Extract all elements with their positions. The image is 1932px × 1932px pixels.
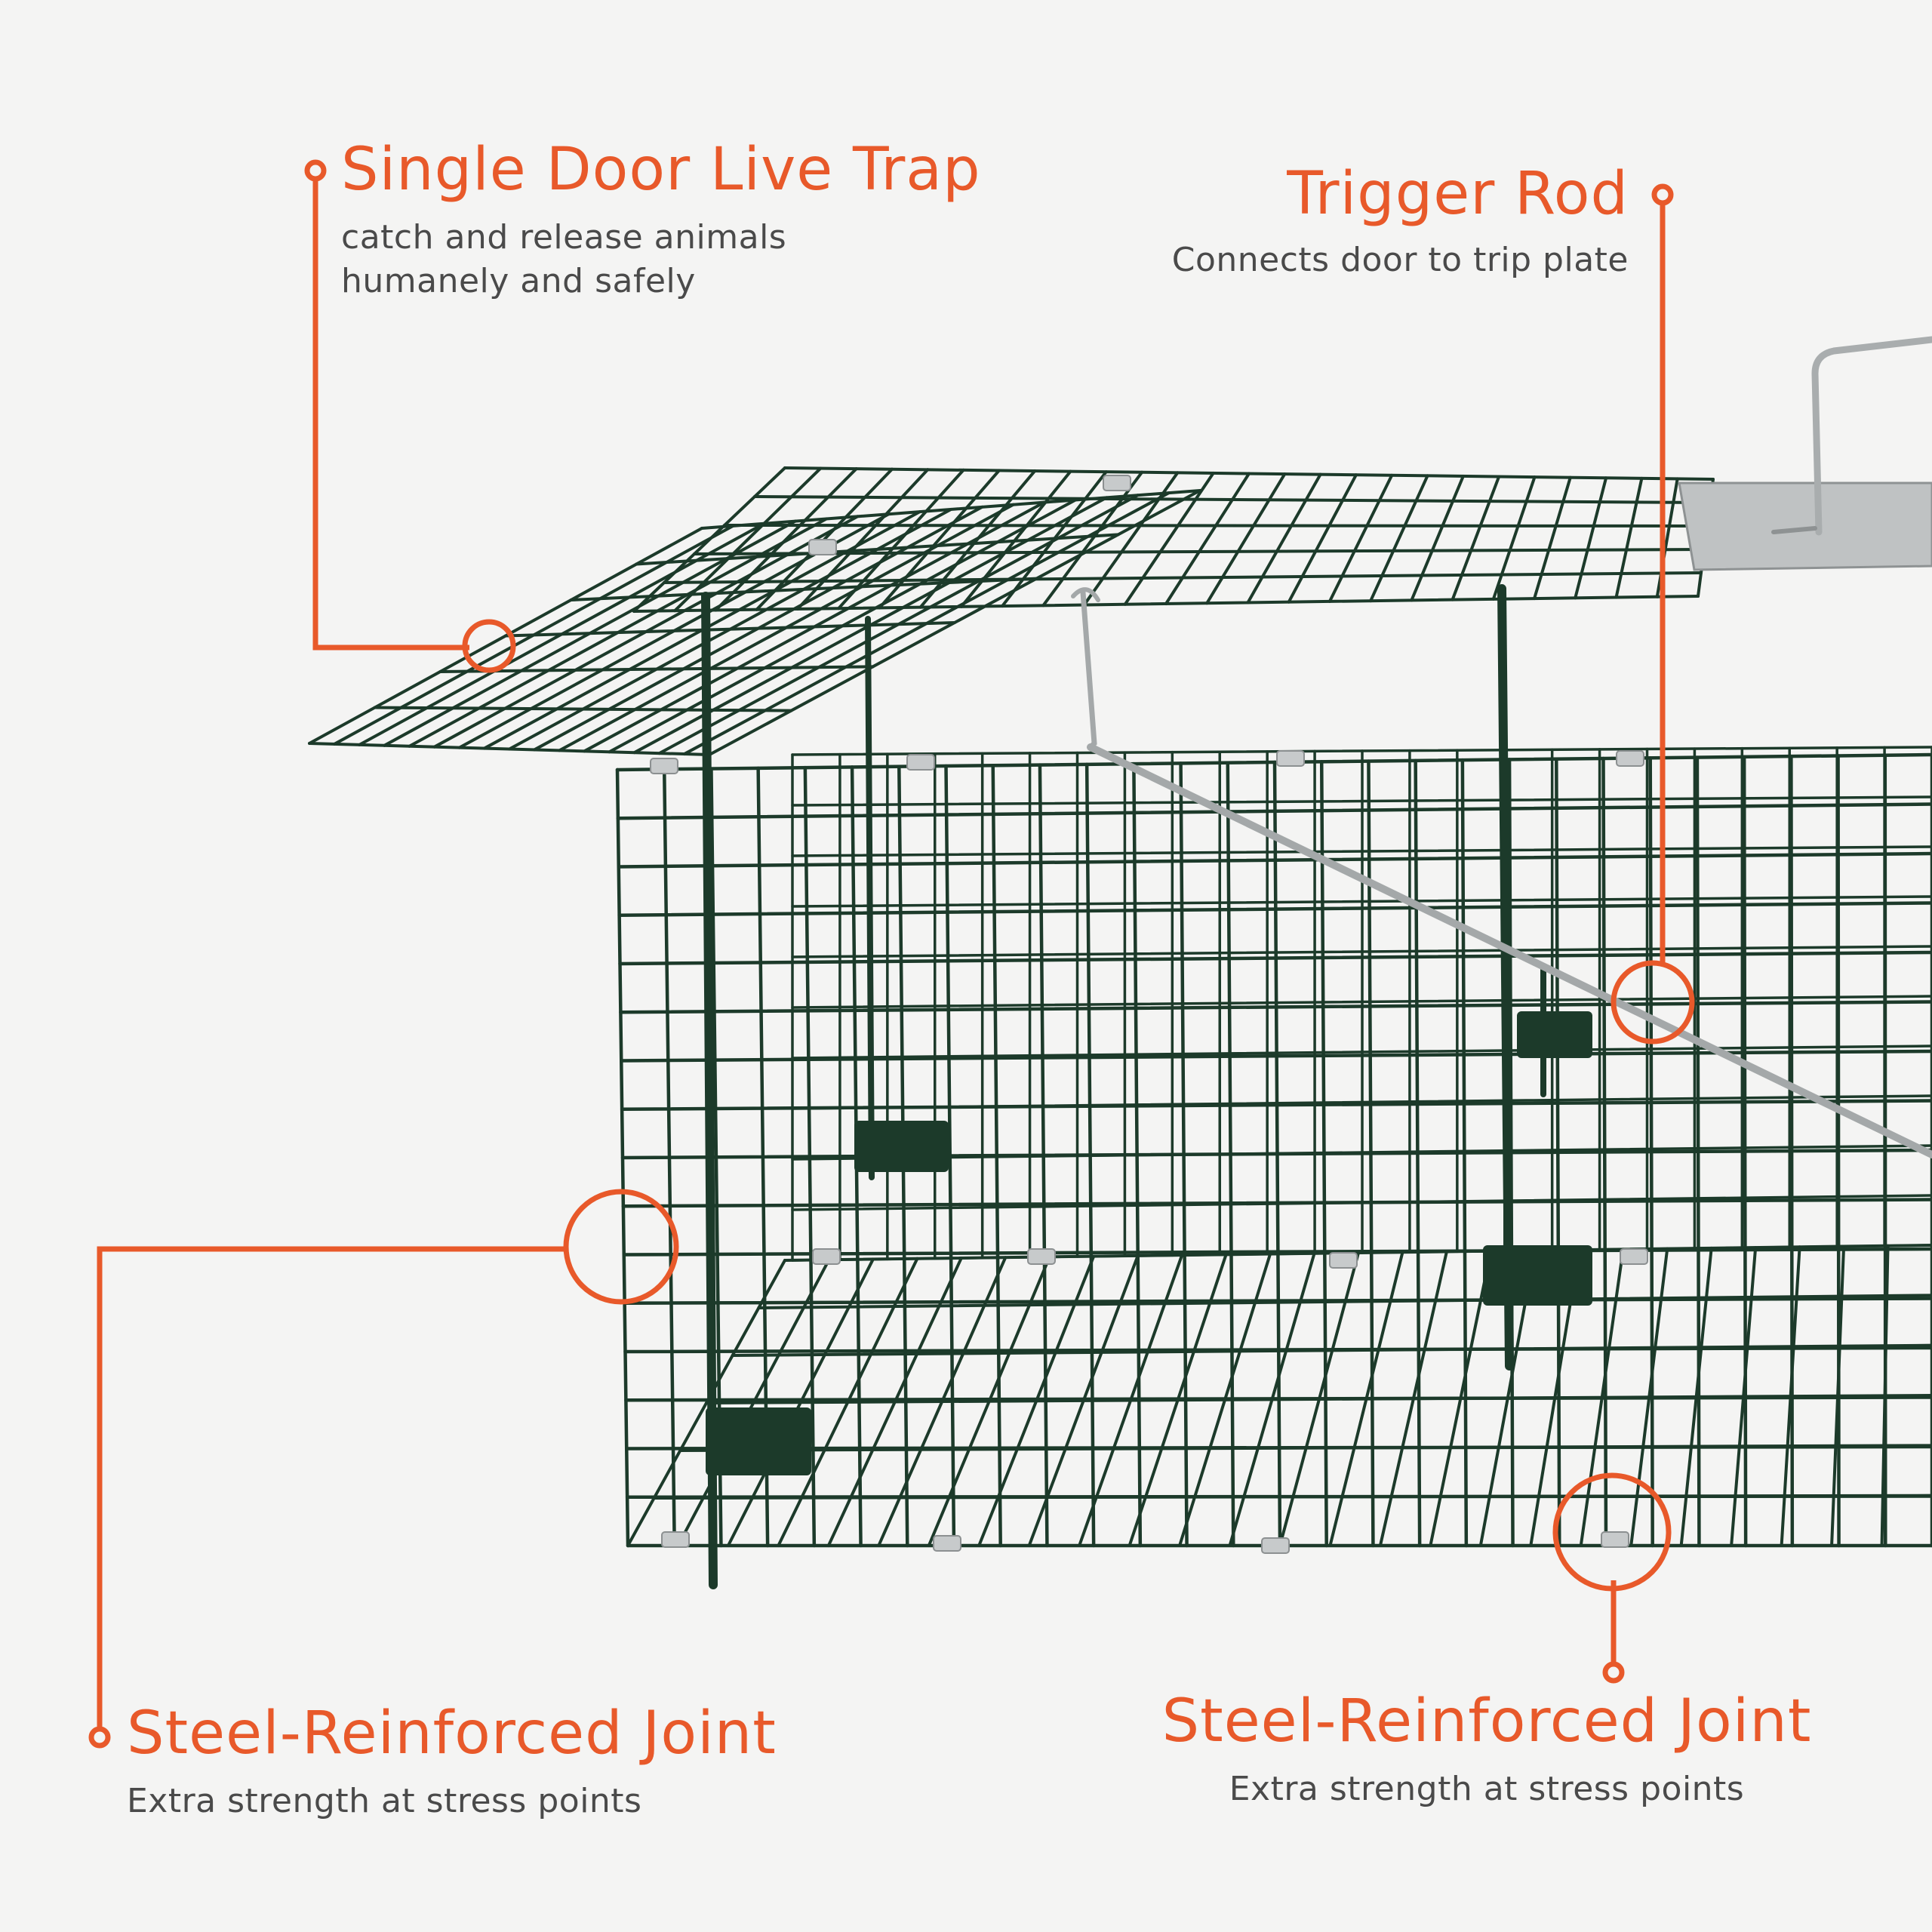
front-panel-horizontal-wire — [622, 1247, 1932, 1257]
roof-vertical-wire — [1041, 470, 1144, 608]
corner-clips — [706, 1011, 1592, 1475]
roof-horizontal-wire — [663, 571, 1703, 584]
joint-left-callout-title: Steel-Reinforced Joint — [127, 1700, 777, 1767]
front-panel-horizontal-wire — [620, 1099, 1932, 1111]
roof-vertical-wire — [1205, 472, 1287, 605]
roof-vertical-wire — [1574, 476, 1608, 600]
trigger-callout-subtitle: Connects door to trip plate — [1171, 241, 1629, 279]
back-panel-horizontal-wire — [791, 995, 1932, 1009]
door-horizontal-wire — [700, 489, 1201, 530]
front-panel-horizontal-wire — [618, 950, 1932, 966]
hinge-clip — [661, 1531, 690, 1548]
door-callout-subtitle-line: catch and release animals — [341, 218, 787, 257]
joint-left-callout-dot — [88, 1726, 111, 1749]
metal-hinge-clips — [650, 475, 1648, 1554]
trigger-callout-ring — [1611, 960, 1695, 1044]
roof-vertical-wire — [959, 469, 1072, 608]
roof-horizontal-wire — [783, 466, 1715, 481]
joint-right-callout-ring — [1552, 1472, 1672, 1592]
hinge-clip — [1616, 750, 1644, 767]
back-panel-horizontal-wire — [791, 746, 1932, 756]
roof-vertical-wire — [1533, 475, 1572, 601]
joint-right-callout-subtitle: Extra strength at stress points — [1229, 1770, 1745, 1808]
roof-vertical-wire — [1369, 474, 1429, 603]
hinge-clip — [933, 1535, 961, 1552]
door-callout-line — [312, 171, 469, 651]
door-horizontal-wire — [308, 742, 711, 756]
roof-vertical-wire — [1491, 475, 1537, 601]
roof-vertical-wire — [1410, 474, 1465, 602]
joint-left-callout: Steel-Reinforced Joint Extra strength at… — [127, 1704, 777, 1823]
roof-vertical-wire — [1451, 475, 1501, 601]
roof-horizontal-wire — [723, 524, 1709, 528]
door-horizontal-wire — [373, 706, 793, 712]
door-callout-dot — [304, 159, 327, 182]
roof-horizontal-wire — [753, 495, 1712, 504]
door-callout-ring — [462, 619, 516, 673]
hinge-clip — [906, 754, 935, 771]
joint-right-callout-title: Steel-Reinforced Joint — [1161, 1687, 1812, 1755]
trigger-callout-title: Trigger Rod — [1287, 160, 1629, 228]
front-panel-horizontal-wire — [615, 752, 1932, 772]
roof-horizontal-wire — [693, 548, 1706, 555]
cage-door — [308, 489, 1201, 756]
front-panel-horizontal-wire — [619, 1000, 1932, 1014]
live-trap-cage — [308, 336, 1932, 1589]
hinge-clip — [1261, 1537, 1290, 1554]
joint-left-callout-line — [97, 1246, 565, 1728]
door-horizontal-wire — [438, 665, 875, 673]
trigger-rod — [1071, 587, 1932, 1158]
roof-vertical-wire — [1246, 472, 1322, 605]
front-panel-horizontal-wire — [620, 1148, 1932, 1160]
back-panel-horizontal-wire — [791, 945, 1932, 958]
trigger-callout-dot — [1651, 183, 1674, 206]
joint-left-callout-ring — [563, 1189, 679, 1305]
roof-vertical-wire — [1614, 476, 1644, 599]
roof-vertical-wire — [1287, 473, 1358, 604]
roof-vertical-wire — [1164, 472, 1251, 605]
front-panel-horizontal-wire — [623, 1297, 1932, 1305]
back-panel-horizontal-wire — [791, 895, 1932, 908]
roof-vertical-wire — [795, 468, 930, 611]
hinge-clip — [1329, 1252, 1358, 1269]
roof-horizontal-wire — [632, 595, 1700, 613]
callout-lines — [88, 159, 1695, 1749]
front-panel-horizontal-wire — [616, 802, 1932, 820]
front-panel-horizontal-wire — [625, 1444, 1932, 1451]
cage-front-panel — [615, 752, 1932, 1548]
carry-handle — [1678, 336, 1932, 571]
door-callout-subtitle-line: humanely and safely — [341, 262, 696, 301]
roof-vertical-wire — [1123, 471, 1215, 606]
door-horizontal-wire — [635, 533, 1120, 566]
door-horizontal-wire — [569, 577, 1038, 601]
joint-right-callout: Steel-Reinforced Joint Extra strength at… — [1109, 1692, 1864, 1811]
hinge-clip — [1103, 475, 1131, 491]
joint-right-callout-dot — [1602, 1661, 1625, 1684]
hinge-clip — [1027, 1248, 1056, 1265]
hinge-clip — [812, 1248, 841, 1265]
back-panel-horizontal-wire — [791, 845, 1932, 857]
door-callout-subtitle: catch and release animals humanely and s… — [341, 216, 981, 303]
back-panel-horizontal-wire — [791, 795, 1932, 807]
door-callout: Single Door Live Trap catch and release … — [341, 140, 981, 303]
front-panel-horizontal-wire — [617, 851, 1932, 869]
joint-left-callout-subtitle: Extra strength at stress points — [127, 1782, 642, 1820]
hinge-clip — [650, 758, 678, 774]
door-horizontal-wire — [504, 621, 956, 638]
roof-vertical-wire — [1327, 473, 1394, 603]
front-panel-horizontal-wire — [621, 1198, 1932, 1208]
front-panel-horizontal-wire — [624, 1395, 1932, 1402]
front-panel-horizontal-wire — [623, 1346, 1932, 1354]
door-callout-title: Single Door Live Trap — [341, 136, 981, 204]
trigger-callout: Trigger Rod Connects door to trip plate — [1172, 165, 1629, 282]
hinge-clip — [1276, 750, 1305, 767]
back-panel-horizontal-wire — [791, 1044, 1932, 1060]
front-panel-horizontal-wire — [617, 901, 1932, 917]
hinge-clip — [1601, 1531, 1629, 1548]
hinge-clip — [1620, 1248, 1648, 1265]
hinge-clip — [808, 539, 837, 555]
